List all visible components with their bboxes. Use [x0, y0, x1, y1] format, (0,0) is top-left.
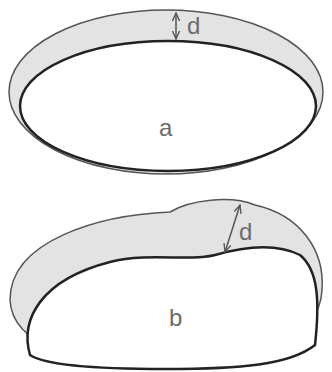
ring-a: [9, 10, 323, 174]
part-letter: b: [169, 306, 182, 330]
outer-edge: [9, 10, 323, 174]
label-slot: d: [187, 14, 200, 38]
ring-b: [10, 200, 322, 369]
inner-edge: [20, 41, 316, 171]
outer-edge: [10, 200, 322, 368]
label-slot: b: [169, 306, 182, 330]
label-slot: a: [159, 116, 172, 140]
thickness-arrow: [175, 13, 177, 39]
inner-edge: [28, 248, 318, 370]
dimension-label: d: [187, 14, 200, 38]
thickness-arrow: [225, 205, 240, 252]
part-letter: a: [159, 116, 172, 140]
label-slot: d: [239, 220, 252, 244]
dimension-label: d: [239, 220, 252, 244]
